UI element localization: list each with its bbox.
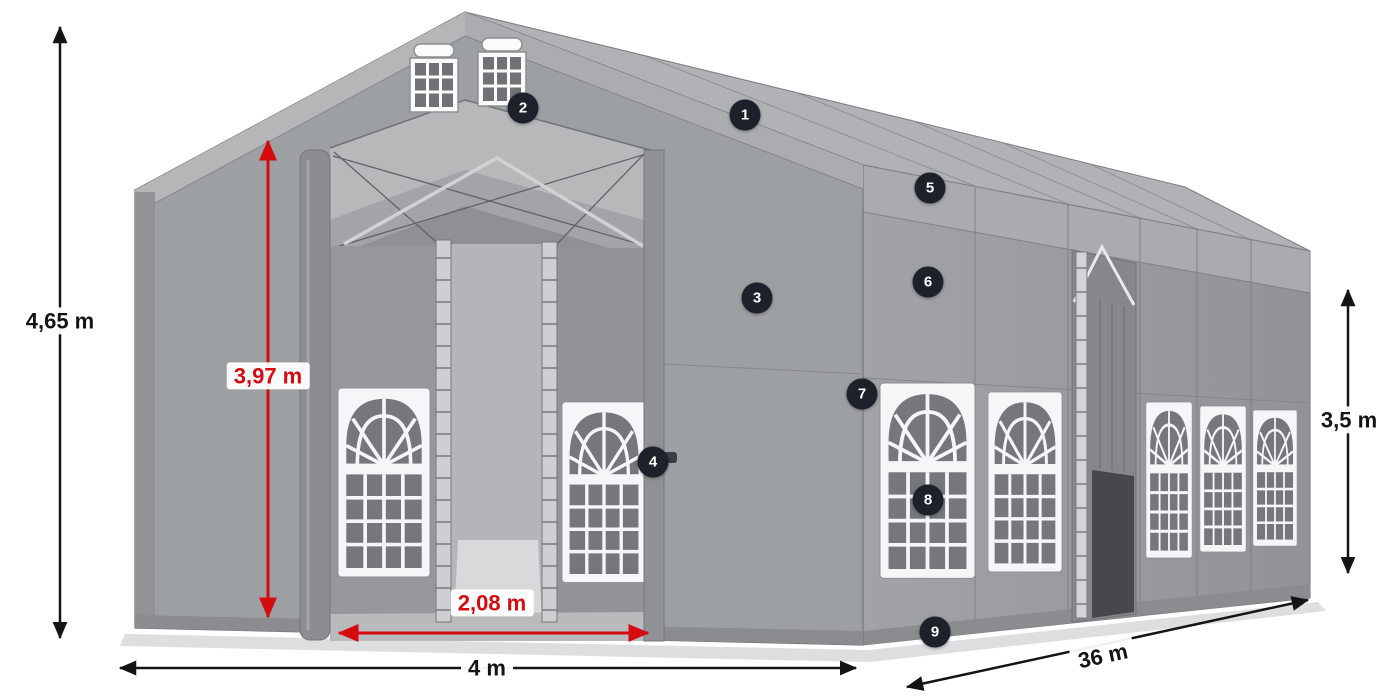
roof-seams	[644, 55, 1252, 241]
rolled-door-left	[299, 149, 331, 641]
callout-4[interactable]: 4	[637, 446, 669, 478]
front-right-panel-seam	[663, 363, 864, 375]
callout-5[interactable]: 5	[914, 172, 946, 204]
label-entrance-width: 2,08 m	[450, 589, 534, 617]
ladder-rungs	[1076, 267, 1087, 605]
label-total-height: 4,65 m	[18, 307, 102, 335]
callout-7[interactable]: 7	[846, 378, 878, 410]
side-window-4	[1198, 404, 1248, 554]
side-entrance-gap	[1092, 470, 1134, 618]
side-entrance-open	[1071, 243, 1137, 623]
entrance-right-post	[643, 149, 665, 642]
bracing-cables	[332, 151, 647, 249]
callout-3[interactable]: 3	[741, 282, 773, 314]
frame-ladder-posts	[435, 239, 558, 623]
gathered-fabric-folds	[1099, 300, 1125, 472]
front-entrance-interior	[330, 100, 650, 641]
roof-underside-shade	[330, 170, 650, 260]
ladder-frame-post	[1075, 251, 1088, 619]
callout-6[interactable]: 6	[912, 266, 944, 298]
callout-2[interactable]: 2	[507, 92, 539, 124]
side-window-3	[1144, 400, 1194, 560]
side-window-5	[1251, 408, 1299, 548]
ground-shadow	[120, 602, 1326, 662]
callout-1[interactable]: 1	[729, 99, 761, 131]
front-left-corner-shade	[135, 192, 155, 628]
roof-band-seam-right	[464, 35, 864, 190]
label-width: 4 m	[461, 654, 513, 682]
roof-vent-left	[408, 42, 460, 114]
interior-window-right	[560, 400, 648, 585]
callout-8[interactable]: 8	[912, 484, 944, 516]
roof-edge-band-right	[465, 12, 863, 189]
interior-floor	[330, 612, 650, 641]
side-window-2	[986, 390, 1064, 574]
label-side-height: 3,5 m	[1313, 406, 1385, 434]
interior-window-left	[336, 386, 432, 579]
side-window-1	[878, 381, 977, 581]
label-entrance-height: 3,97 m	[226, 362, 310, 390]
roof-edge-band-left	[135, 12, 465, 214]
rear-gable-frame	[343, 155, 644, 248]
callout-9[interactable]: 9	[919, 616, 951, 648]
